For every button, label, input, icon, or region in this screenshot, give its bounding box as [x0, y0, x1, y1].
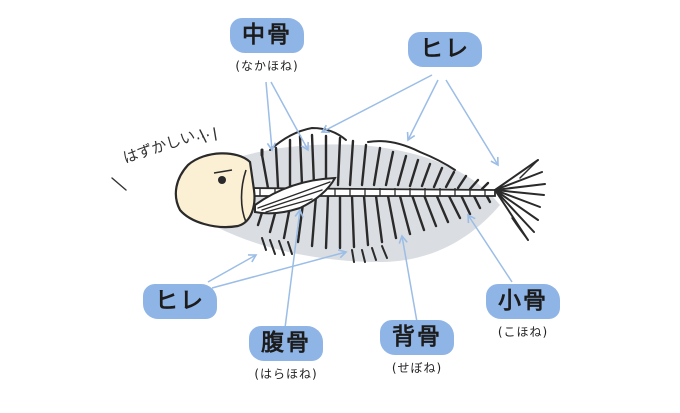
fish-head	[174, 152, 256, 229]
arrow-hire-left-2	[211, 249, 348, 289]
label-sebone: 背骨 (せぼね)	[372, 320, 462, 376]
label-arrows	[207, 74, 513, 329]
label-hire-top-name: ヒレ	[408, 32, 482, 67]
label-harabone: 腹骨 (はらほね)	[236, 326, 336, 382]
arrow-hire-top-1	[320, 74, 433, 134]
label-sebone-name: 背骨	[380, 320, 454, 355]
label-hire-left-name: ヒレ	[143, 284, 217, 319]
tail-fin	[494, 159, 546, 241]
arrow-hire-top-3	[445, 79, 499, 167]
arrow-harabone	[284, 208, 304, 329]
label-nakabone-name: 中骨	[230, 18, 304, 53]
label-hire-top: ヒレ	[405, 32, 485, 67]
label-nakabone-reading: (なかほね)	[235, 59, 299, 73]
exclamation-marks	[111, 127, 217, 191]
arrow-nakabone-1	[265, 81, 277, 152]
gill-line	[240, 169, 247, 223]
label-kobone: 小骨 (こほね)	[478, 284, 568, 340]
label-nakabone: 中骨 (なかほね)	[222, 18, 312, 74]
label-hire-left: ヒレ	[140, 284, 220, 319]
label-sebone-reading: (せぼね)	[391, 361, 443, 375]
arrow-sebone	[398, 234, 418, 323]
arrow-hire-left-1	[207, 254, 258, 283]
arrow-hire-top-2	[406, 79, 439, 142]
fish-eye	[218, 176, 226, 184]
arrow-kobone	[467, 213, 513, 283]
dorsal-fin	[269, 126, 456, 171]
arrow-nakabone-2	[270, 81, 309, 152]
label-kobone-reading: (こほね)	[497, 325, 549, 339]
label-kobone-name: 小骨	[486, 284, 560, 319]
dorsal-ribs	[260, 133, 490, 191]
ventral-fin	[261, 237, 388, 263]
label-harabone-name: 腹骨	[249, 326, 323, 361]
pectoral-fin	[254, 176, 337, 215]
label-harabone-reading: (はらほね)	[254, 367, 318, 381]
